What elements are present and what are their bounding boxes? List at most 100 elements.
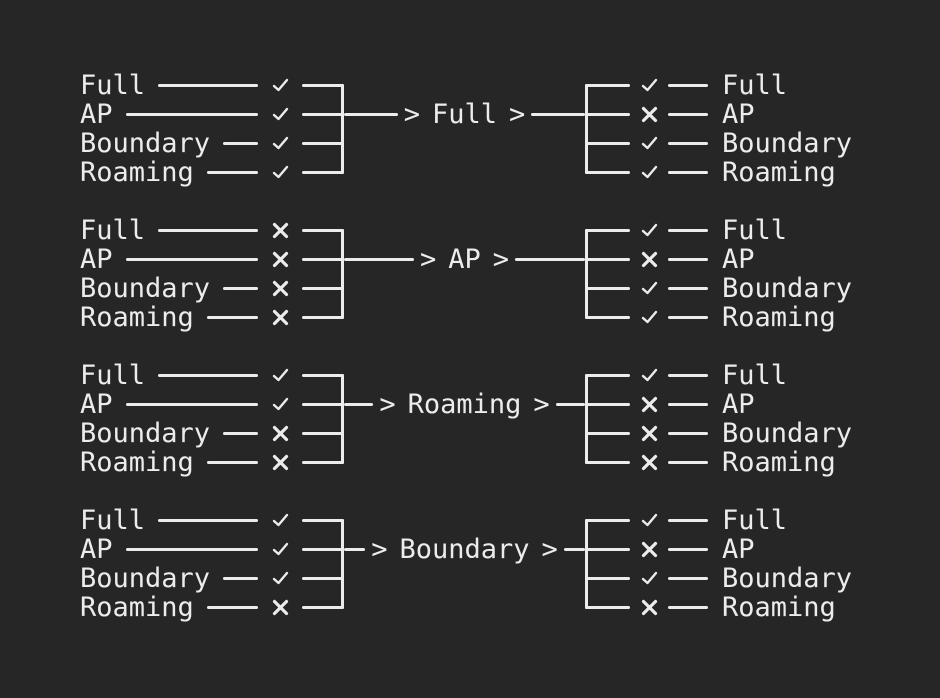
check-icon (630, 223, 668, 237)
fanout-bracket-line (585, 373, 588, 464)
connector-line (585, 460, 630, 464)
connector-line (125, 112, 258, 116)
output-label: Full (722, 69, 788, 101)
connector-line (158, 228, 258, 232)
input-row-ap: AP (80, 535, 344, 564)
output-row-roaming: Roaming (585, 593, 940, 622)
output-label: Boundary (722, 272, 853, 304)
arrow-line (344, 257, 414, 261)
cross-icon (258, 222, 302, 239)
cross-icon (630, 425, 668, 442)
check-icon (258, 165, 302, 179)
connector-line (668, 402, 708, 406)
output-label: AP (722, 98, 755, 130)
input-row-roaming: Roaming (80, 593, 344, 622)
cross-icon (630, 541, 668, 558)
input-label: Full (80, 69, 146, 101)
connector-line (668, 141, 708, 145)
fanin-bracket-line (341, 518, 344, 609)
connector-line (302, 228, 344, 232)
connector-line (302, 402, 344, 406)
fanout-bracket-line (585, 518, 588, 609)
connector-line (585, 112, 630, 116)
connector-line (585, 373, 630, 377)
arrow-head-icon: > (509, 98, 526, 130)
arrow-head-icon: > (533, 388, 550, 420)
connector-line (206, 315, 258, 319)
input-label: Boundary (80, 417, 211, 449)
output-row-boundary: Boundary (585, 419, 940, 448)
connector-line (223, 141, 258, 145)
output-label: Roaming (722, 301, 836, 333)
cross-icon (630, 396, 668, 413)
connector-line (302, 112, 344, 116)
input-label: Boundary (80, 127, 211, 159)
connector-line (302, 373, 344, 377)
connector-line (158, 518, 258, 522)
output-row-full: Full (585, 71, 940, 100)
cross-icon (630, 599, 668, 616)
connector-line (206, 460, 258, 464)
fanin-bracket-line (341, 83, 344, 174)
check-icon (258, 368, 302, 382)
input-label: Roaming (80, 301, 194, 333)
transition-row-boundary: >Boundary> (344, 533, 586, 565)
arrow-line (344, 547, 366, 551)
check-icon (630, 310, 668, 324)
input-label: AP (80, 388, 113, 420)
connector-line (668, 170, 708, 174)
input-row-boundary: Boundary (80, 274, 344, 303)
output-row-boundary: Boundary (585, 274, 940, 303)
connector-line (302, 518, 344, 522)
output-label: AP (722, 388, 755, 420)
arrow-line (555, 402, 586, 406)
connector-line (668, 257, 708, 261)
output-row-boundary: Boundary (585, 564, 940, 593)
connector-line (668, 576, 708, 580)
input-row-boundary: Boundary (80, 129, 344, 158)
fanout-bracket-line (585, 228, 588, 319)
connector-line (223, 431, 258, 435)
output-label: Full (722, 504, 788, 536)
connector-line (668, 605, 708, 609)
connector-line (668, 460, 708, 464)
input-row-ap: AP (80, 245, 344, 274)
arrow-line (515, 257, 586, 261)
input-row-roaming: Roaming (80, 303, 344, 332)
output-label: Boundary (722, 562, 853, 594)
connector-line (668, 286, 708, 290)
input-row-boundary: Boundary (80, 564, 344, 593)
arrow-head-icon: > (371, 533, 388, 565)
input-label: Roaming (80, 446, 194, 478)
input-row-roaming: Roaming (80, 158, 344, 187)
connector-line (223, 576, 258, 580)
arrow-line (563, 547, 586, 551)
output-label: Roaming (722, 591, 836, 623)
fanin-bracket-line (341, 228, 344, 319)
cross-icon (630, 454, 668, 471)
transition-row-ap: >AP> (344, 245, 586, 274)
connector-line (302, 315, 344, 319)
input-row-full: Full (80, 71, 344, 100)
connector-line (302, 547, 344, 551)
mode-label: Full (431, 98, 498, 130)
connector-line (302, 257, 344, 261)
check-icon (630, 571, 668, 585)
arrow-head-icon: > (403, 98, 420, 130)
output-label: Full (722, 214, 788, 246)
check-icon (630, 165, 668, 179)
input-row-full: Full (80, 361, 344, 390)
check-icon (630, 281, 668, 295)
check-icon (258, 513, 302, 527)
connector-line (302, 83, 344, 87)
output-label: Boundary (722, 417, 853, 449)
output-row-ap: AP (585, 390, 940, 419)
mode-label: Roaming (407, 388, 522, 420)
input-row-full: Full (80, 506, 344, 535)
connector-line (206, 170, 258, 174)
connector-line (585, 605, 630, 609)
connector-line (302, 605, 344, 609)
output-row-roaming: Roaming (585, 448, 940, 477)
arrow-line (344, 112, 398, 116)
